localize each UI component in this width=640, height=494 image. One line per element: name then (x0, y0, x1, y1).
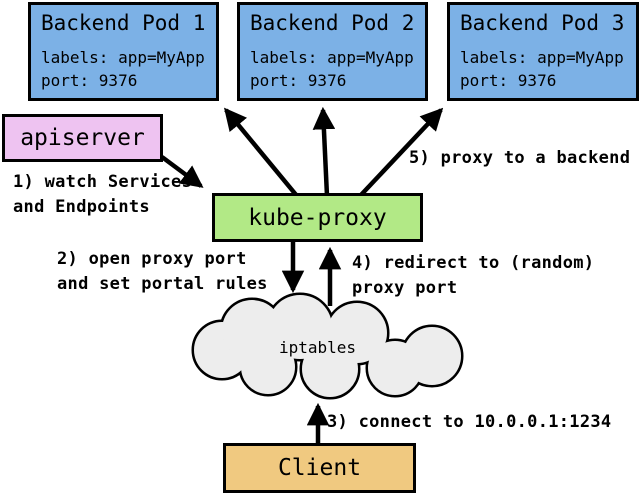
pod-port: port: 9376 (41, 71, 138, 90)
arrow-kube-proxy-to-pod-1 (223, 107, 299, 198)
arrow-kube-proxy-to-pod-3 (358, 107, 444, 198)
backend-pod-1: Backend Pod 1 labels: app=MyApp port: 93… (28, 2, 219, 101)
annotation-step-4: 4) redirect to (random) proxy port (352, 253, 595, 298)
annotation-step-2: 2) open proxy port and set portal rules (57, 249, 268, 294)
iptables-cloud (191, 292, 464, 400)
pod-title: Backend Pod 3 (460, 11, 625, 35)
kube-proxy-label: kube-proxy (248, 204, 387, 231)
client-label: Client (277, 455, 362, 481)
backend-pod-2: Backend Pod 2 labels: app=MyApp port: 93… (237, 2, 428, 101)
client-node: Client (223, 443, 416, 493)
apiserver-node: apiserver (2, 114, 163, 162)
apiserver-label: apiserver (20, 125, 145, 151)
annotation-step-1: 1) watch Services and Endpoints (13, 172, 193, 217)
pod-labels: labels: app=MyApp (250, 48, 414, 67)
pod-title: Backend Pod 2 (250, 11, 415, 35)
annotation-step-5: 5) proxy to a backend (409, 148, 631, 168)
pod-labels: labels: app=MyApp (41, 48, 205, 67)
annotation-step-3: 3) connect to 10.0.0.1:1234 (327, 412, 612, 432)
iptables-label: iptables (278, 338, 357, 357)
kube-proxy-node: kube-proxy (212, 193, 423, 242)
pod-labels: labels: app=MyApp (460, 48, 624, 67)
backend-pod-3: Backend Pod 3 labels: app=MyApp port: 93… (447, 2, 639, 101)
arrow-kube-proxy-to-pod-2 (312, 106, 336, 197)
pod-title: Backend Pod 1 (41, 11, 206, 35)
pod-port: port: 9376 (460, 71, 557, 90)
pod-port: port: 9376 (250, 71, 347, 90)
arrow-apiserver-to-kube-proxy (160, 155, 204, 188)
